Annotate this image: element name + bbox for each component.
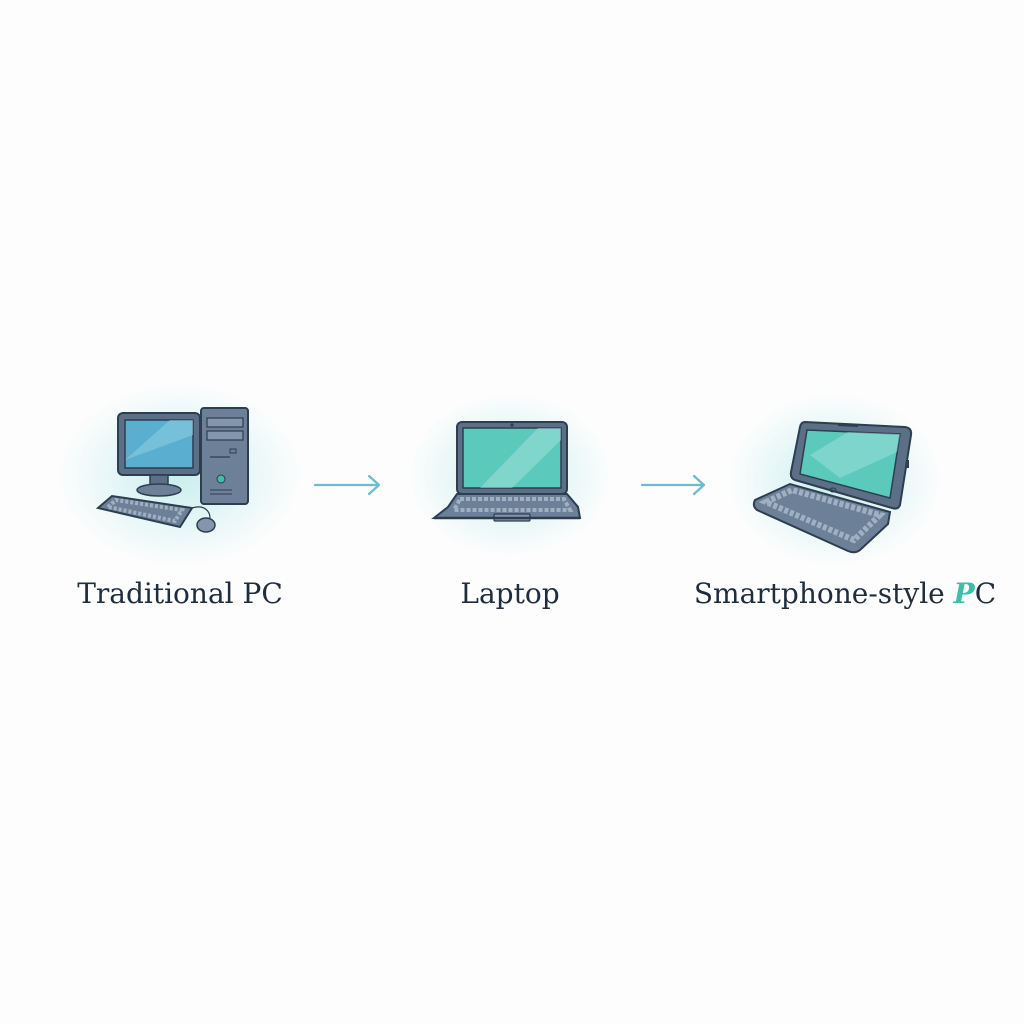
step-smartphone-style-pc	[730, 395, 940, 565]
mini-laptop-icon	[752, 420, 913, 554]
desktop-computer-icon	[95, 407, 249, 533]
label-text-tail: C	[974, 577, 997, 610]
label-laptop: Laptop	[430, 577, 590, 610]
step-traditional-pc	[60, 385, 300, 565]
arrow-right-icon	[313, 474, 381, 496]
label-text: Laptop	[460, 577, 560, 610]
label-text: Smartphone-style	[693, 577, 954, 610]
laptop-icon	[431, 421, 582, 522]
arrow-right-icon	[640, 474, 706, 496]
label-smartphone-style-pc: Smartphone-style PC	[680, 577, 1010, 610]
label-accent-letter: P	[953, 577, 975, 610]
label-traditional-pc: Traditional PC	[60, 577, 300, 610]
step-laptop	[410, 395, 610, 555]
label-text: Traditional PC	[77, 577, 283, 610]
